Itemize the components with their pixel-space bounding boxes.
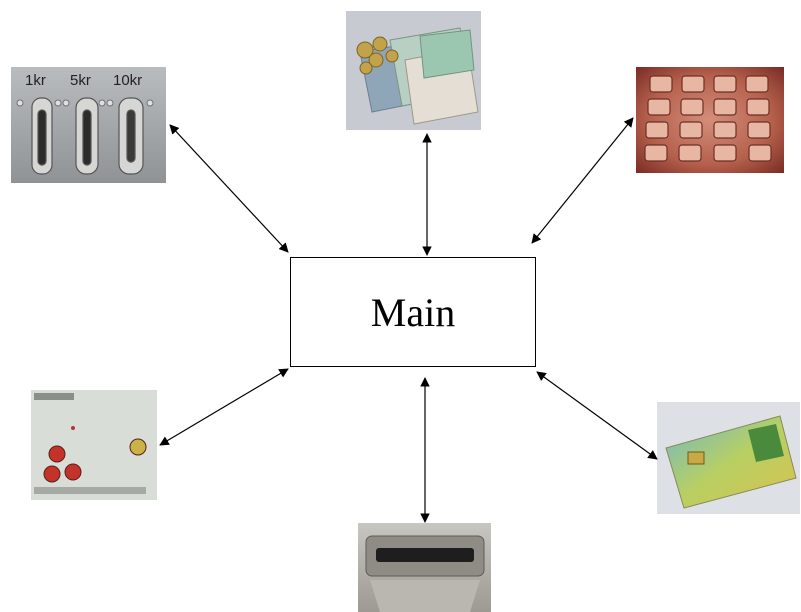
- arrow-coin-slots: [169, 124, 289, 253]
- keypad-image: [636, 67, 784, 173]
- smart-card-image: [657, 402, 800, 514]
- arrow-smart-card: [536, 371, 658, 460]
- button-panel-image: [31, 390, 157, 500]
- arrow-keypad: [531, 117, 634, 244]
- main-label: Main: [370, 289, 456, 335]
- coin-label-1kr: 1kr: [25, 72, 46, 89]
- cash-image: [346, 11, 481, 130]
- coin-label-10kr: 10kr: [113, 72, 142, 89]
- card-slot-image: [358, 523, 491, 612]
- main-box: Main: [290, 257, 536, 367]
- arrow-button-panel: [159, 368, 289, 446]
- coin-slots-image: 1kr 5kr 10kr: [11, 67, 166, 183]
- coin-label-5kr: 5kr: [70, 72, 91, 89]
- connectors: [159, 117, 658, 523]
